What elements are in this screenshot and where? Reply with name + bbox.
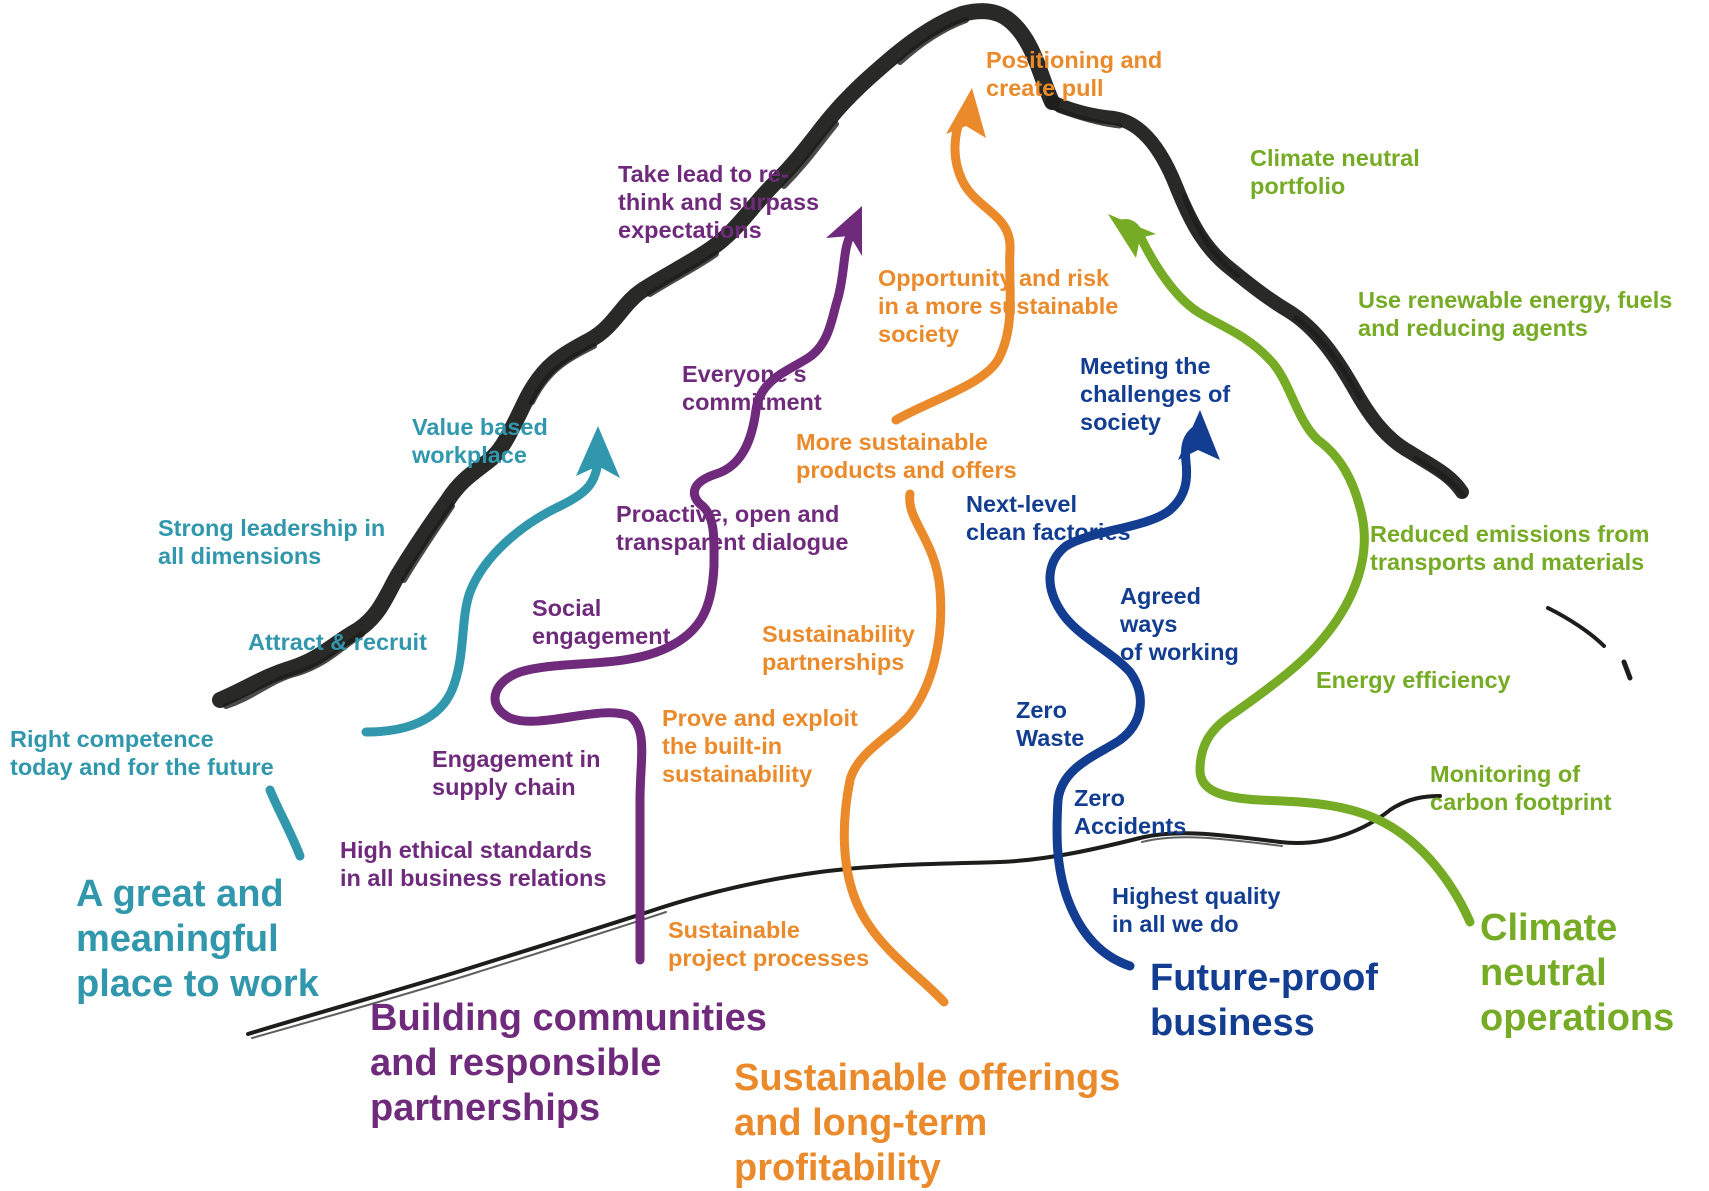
step-monitoring-carbon: Monitoring of carbon footprint: [1430, 761, 1612, 815]
arrow-communities: [826, 206, 862, 256]
path-communities: [490, 227, 857, 965]
mountain-fragment-right-1: [1546, 606, 1606, 648]
step-right-competence: Right competence today and for the futur…: [10, 726, 274, 780]
step-opportunity-risk: Opportunity and risk in a more sustainab…: [878, 265, 1119, 347]
theme-title-climate: Climate neutral operations: [1480, 907, 1675, 1039]
step-highest-quality: Highest quality in all we do: [1112, 883, 1281, 937]
step-agreed-ways: Agreed ways of working: [1120, 583, 1239, 665]
step-social-engagement: Social engagement: [532, 595, 671, 649]
mountain-fragment-right-2: [1621, 659, 1633, 681]
path-workplace-main: [361, 455, 603, 737]
arrow-workplace: [576, 426, 620, 478]
theme-title-future-proof: Future-proof business: [1150, 957, 1378, 1044]
step-attract-recruit: Attract & recruit: [248, 629, 427, 655]
arrow-future-proof: [1178, 410, 1220, 460]
theme-paths: [265, 88, 1475, 1007]
step-value-based-workplace: Value based workplace: [412, 414, 548, 468]
path-future-proof: [1045, 425, 1201, 971]
step-prove-exploit: Prove and exploit the built-in sustainab…: [662, 705, 858, 787]
step-zero-accidents: Zero Accidents: [1074, 785, 1187, 839]
path-climate: [1117, 219, 1475, 927]
path-offerings: [839, 103, 1015, 1007]
arrow-offerings: [946, 88, 986, 138]
mountain-outline: [212, 3, 1633, 1039]
step-strong-leadership: Strong leadership in all dimensions: [158, 515, 386, 569]
ground-line-shadow: [251, 836, 1283, 1039]
arrow-climate: [1108, 214, 1156, 258]
step-high-ethical-standards: High ethical standards in all business r…: [340, 837, 607, 891]
step-zero-waste: Zero Waste: [1016, 697, 1085, 751]
path-workplace: [265, 785, 305, 861]
step-sustainable-project-processes: Sustainable project processes: [668, 917, 870, 971]
mountain-ridge-right-texture: [1055, 107, 1467, 499]
step-everyones-commitment: Everyone’s commitment: [682, 361, 822, 415]
step-sustainability-partnerships: Sustainability partnerships: [762, 621, 915, 675]
step-take-lead: Take lead to re- think and surpass expec…: [618, 161, 820, 243]
step-meeting-challenges: Meeting the challenges of society: [1080, 353, 1231, 435]
theme-title-offerings: Sustainable offerings and long-term prof…: [734, 1057, 1121, 1189]
step-positioning-pull: Positioning and create pull: [986, 47, 1163, 101]
theme-title-communities: Building communities and responsible par…: [370, 997, 767, 1129]
mountain-ridge-right: [1045, 95, 1469, 499]
step-more-sustainable-products: More sustainable products and offers: [796, 429, 1017, 483]
step-next-level-factories: Next-level clean factories: [966, 491, 1131, 545]
step-proactive-dialogue: Proactive, open and transparent dialogue: [616, 501, 849, 555]
ground-line: [246, 794, 1442, 1036]
mountain-ridge-left: [212, 3, 1060, 708]
step-reduced-emissions: Reduced emissions from transports and ma…: [1370, 521, 1650, 575]
theme-title-workplace: A great and meaningful place to work: [76, 873, 319, 1005]
step-engagement-supply-chain: Engagement in supply chain: [432, 746, 601, 800]
step-climate-neutral-portfolio: Climate neutral portfolio: [1250, 145, 1420, 199]
step-energy-efficiency: Energy efficiency: [1316, 667, 1511, 693]
step-renewable-energy: Use renewable energy, fuels and reducing…: [1358, 287, 1673, 341]
mountain-ridge-left-texture: [223, 17, 969, 709]
